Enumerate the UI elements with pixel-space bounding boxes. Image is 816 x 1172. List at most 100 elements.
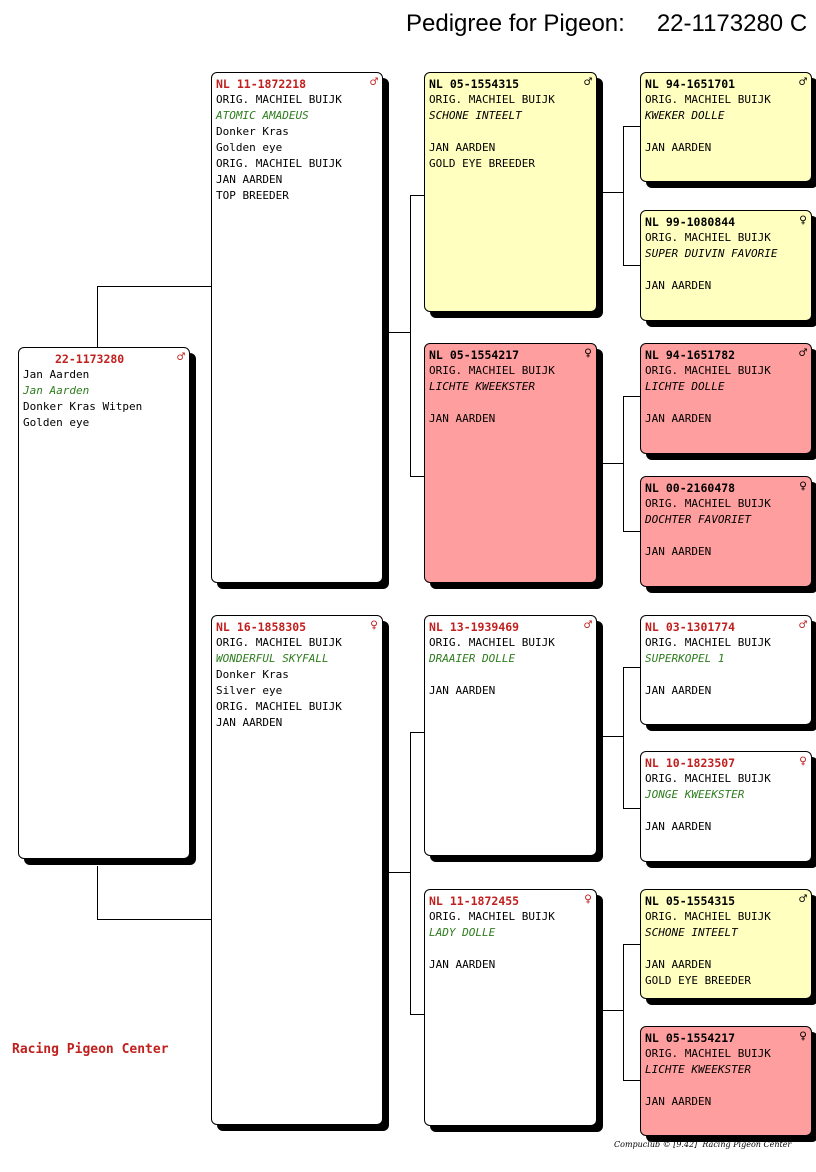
country-code: NL [429, 348, 443, 362]
country-code: NL [645, 348, 659, 362]
pigeon-name: DOCHTER FAVORIET [645, 513, 751, 526]
connector [623, 1080, 640, 1081]
ring-number: 05-1554315 [665, 894, 736, 908]
country-code: NL [645, 620, 659, 634]
owner-line: ORIG. MACHIEL BUIJK [645, 93, 771, 106]
female-icon: ♀ [799, 1029, 807, 1044]
title-ring: 22-1173280 C [656, 10, 808, 37]
female-icon: ♀ [799, 754, 807, 769]
male-icon: ♂ [799, 618, 807, 633]
ring-number: 99-1080844 [665, 215, 736, 229]
pigeon-name: LICHTE KWEEKSTER [645, 1063, 751, 1076]
card-header: NL 94-1651782 ♂ [645, 347, 807, 363]
connector [410, 195, 411, 477]
connector [386, 332, 410, 333]
connector [623, 396, 640, 397]
country-code: NL [429, 77, 443, 91]
owner-line: ORIG. MACHIEL BUIJK [216, 93, 342, 106]
color-line: Donker Kras Witpen [23, 400, 143, 413]
country-code: NL [645, 1031, 659, 1045]
strain-line: JAN AARDEN [645, 958, 712, 971]
connector [623, 126, 640, 127]
connector [623, 265, 640, 266]
owner-line: ORIG. MACHIEL BUIJK [216, 636, 342, 649]
card-header: NL 99-1080844 ♀ [645, 214, 807, 230]
connector [601, 192, 623, 193]
connector [623, 531, 640, 532]
connector [623, 808, 640, 809]
country-code: NL [216, 620, 230, 634]
breeder-line: ORIG. MACHIEL BUIJK [216, 700, 342, 713]
male-icon: ♂ [799, 346, 807, 361]
owner-line: ORIG. MACHIEL BUIJK [429, 93, 555, 106]
female-icon: ♀ [584, 346, 592, 361]
ring-number: 05-1554217 [665, 1031, 736, 1045]
connector [410, 476, 424, 477]
pigeon-name: SUPER DUIVIN FAVORIE [645, 247, 778, 260]
breeder-line: ORIG. MACHIEL BUIJK [216, 157, 342, 170]
female-icon: ♀ [799, 479, 807, 494]
ring-number: 22-1173280 [55, 352, 125, 366]
country-code: NL [216, 77, 230, 91]
connector [601, 463, 623, 464]
country-code: NL [645, 756, 659, 770]
male-icon: ♂ [584, 618, 592, 633]
strain-line: JAN AARDEN [645, 141, 712, 154]
country-code: NL [645, 77, 659, 91]
blank-line [645, 941, 807, 957]
pigeon-name: DRAAIER DOLLE [429, 652, 516, 665]
pigeon-name: KWEKER DOLLE [645, 109, 725, 122]
strain-line: JAN AARDEN [429, 958, 496, 971]
strain-line: JAN AARDEN [645, 279, 712, 292]
great-grandparent-card[interactable]: NL 99-1080844 ♀ ORIG. MACHIEL BUIJK SUPER… [640, 210, 812, 321]
pigeon-name: ATOMIC AMADEUS [216, 109, 309, 122]
strain-line: JAN AARDEN [645, 1095, 712, 1108]
connector [97, 919, 211, 920]
connector [410, 195, 424, 196]
female-icon: ♀ [799, 213, 807, 228]
owner-line: ORIG. MACHIEL BUIJK [645, 231, 771, 244]
blank-line [645, 395, 807, 411]
ring-number: 11-1872455 [449, 894, 520, 908]
blank-line [429, 667, 592, 683]
country-code: NL [645, 215, 659, 229]
ring-number: 11-1872218 [236, 77, 307, 91]
country-code: NL [645, 481, 659, 495]
ring-number: 13-1939469 [449, 620, 520, 634]
owner-line: ORIG. MACHIEL BUIJK [645, 364, 771, 377]
country-code: NL [429, 620, 443, 634]
blank-line [645, 667, 807, 683]
blank-line [429, 395, 592, 411]
owner-line: ORIG. MACHIEL BUIJK [645, 497, 771, 510]
ring-number: 94-1651782 [665, 348, 736, 362]
connector [623, 944, 624, 1081]
strain-line: JAN AARDEN [429, 684, 496, 697]
connector [410, 1014, 424, 1015]
subject-card[interactable]: 22-1173280 ♂ Jan Aarden Jan Aarden Donke… [18, 347, 190, 859]
strain-line: JAN AARDEN [645, 412, 712, 425]
connector [623, 944, 640, 945]
pigeon-name: WONDERFUL SKYFALL [216, 652, 329, 665]
subject-header: 22-1173280 ♂ [23, 351, 185, 367]
note-line: GOLD EYE BREEDER [645, 974, 751, 987]
connector [601, 736, 623, 737]
